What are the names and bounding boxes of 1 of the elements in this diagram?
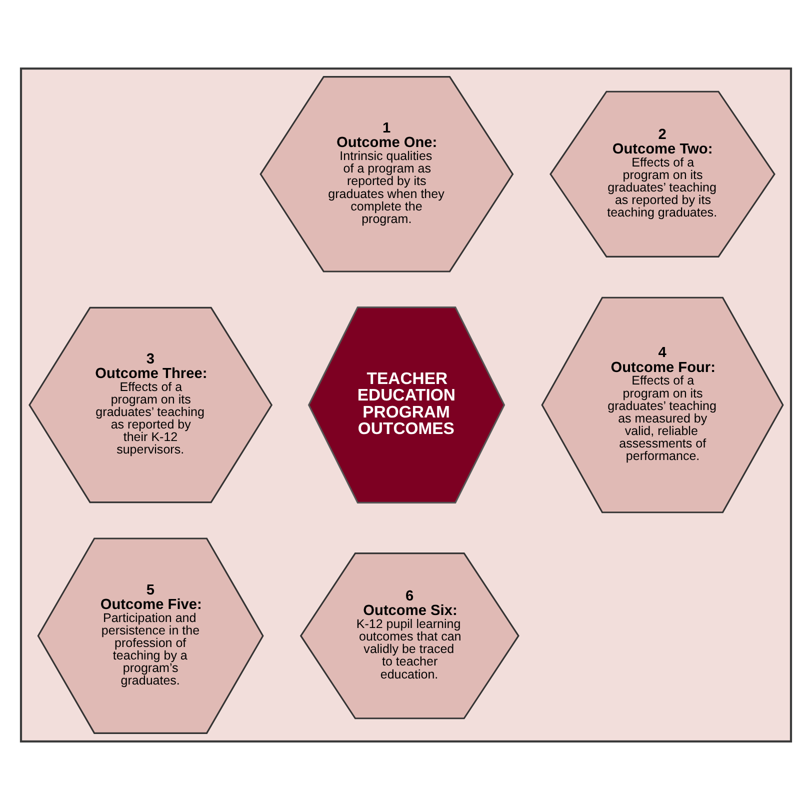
- cluster: [20, 68, 792, 742]
